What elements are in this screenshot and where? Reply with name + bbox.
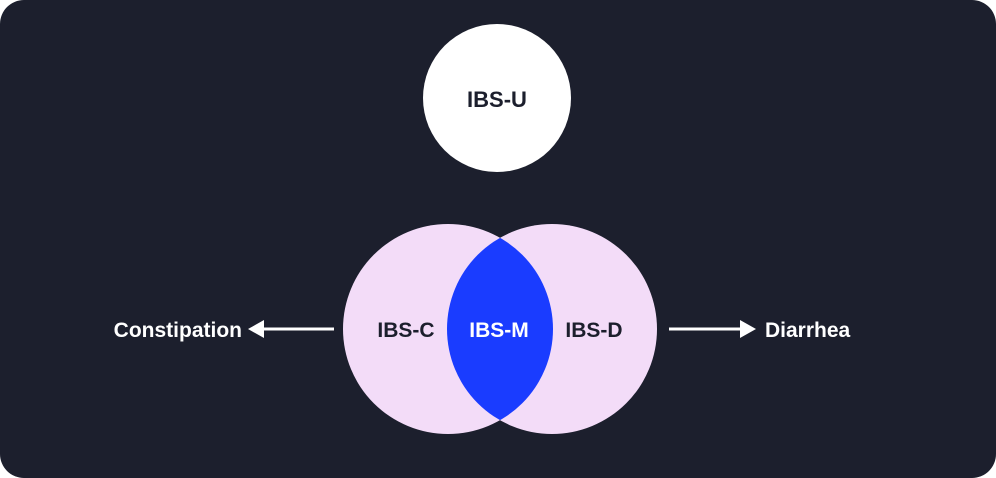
ibs-u-circle [423, 24, 571, 172]
constipation-label: Constipation [114, 319, 242, 342]
ibs-m-label: IBS-M [469, 319, 529, 342]
diarrhea-label: Diarrhea [765, 319, 851, 342]
ibs-m-overlap [447, 224, 553, 434]
right-arrow-icon [669, 320, 756, 338]
ibs-u-label: IBS-U [467, 87, 527, 112]
ibs-d-label: IBS-D [565, 319, 622, 342]
left-arrow-icon [248, 320, 334, 338]
ibs-c-label: IBS-C [377, 319, 434, 342]
